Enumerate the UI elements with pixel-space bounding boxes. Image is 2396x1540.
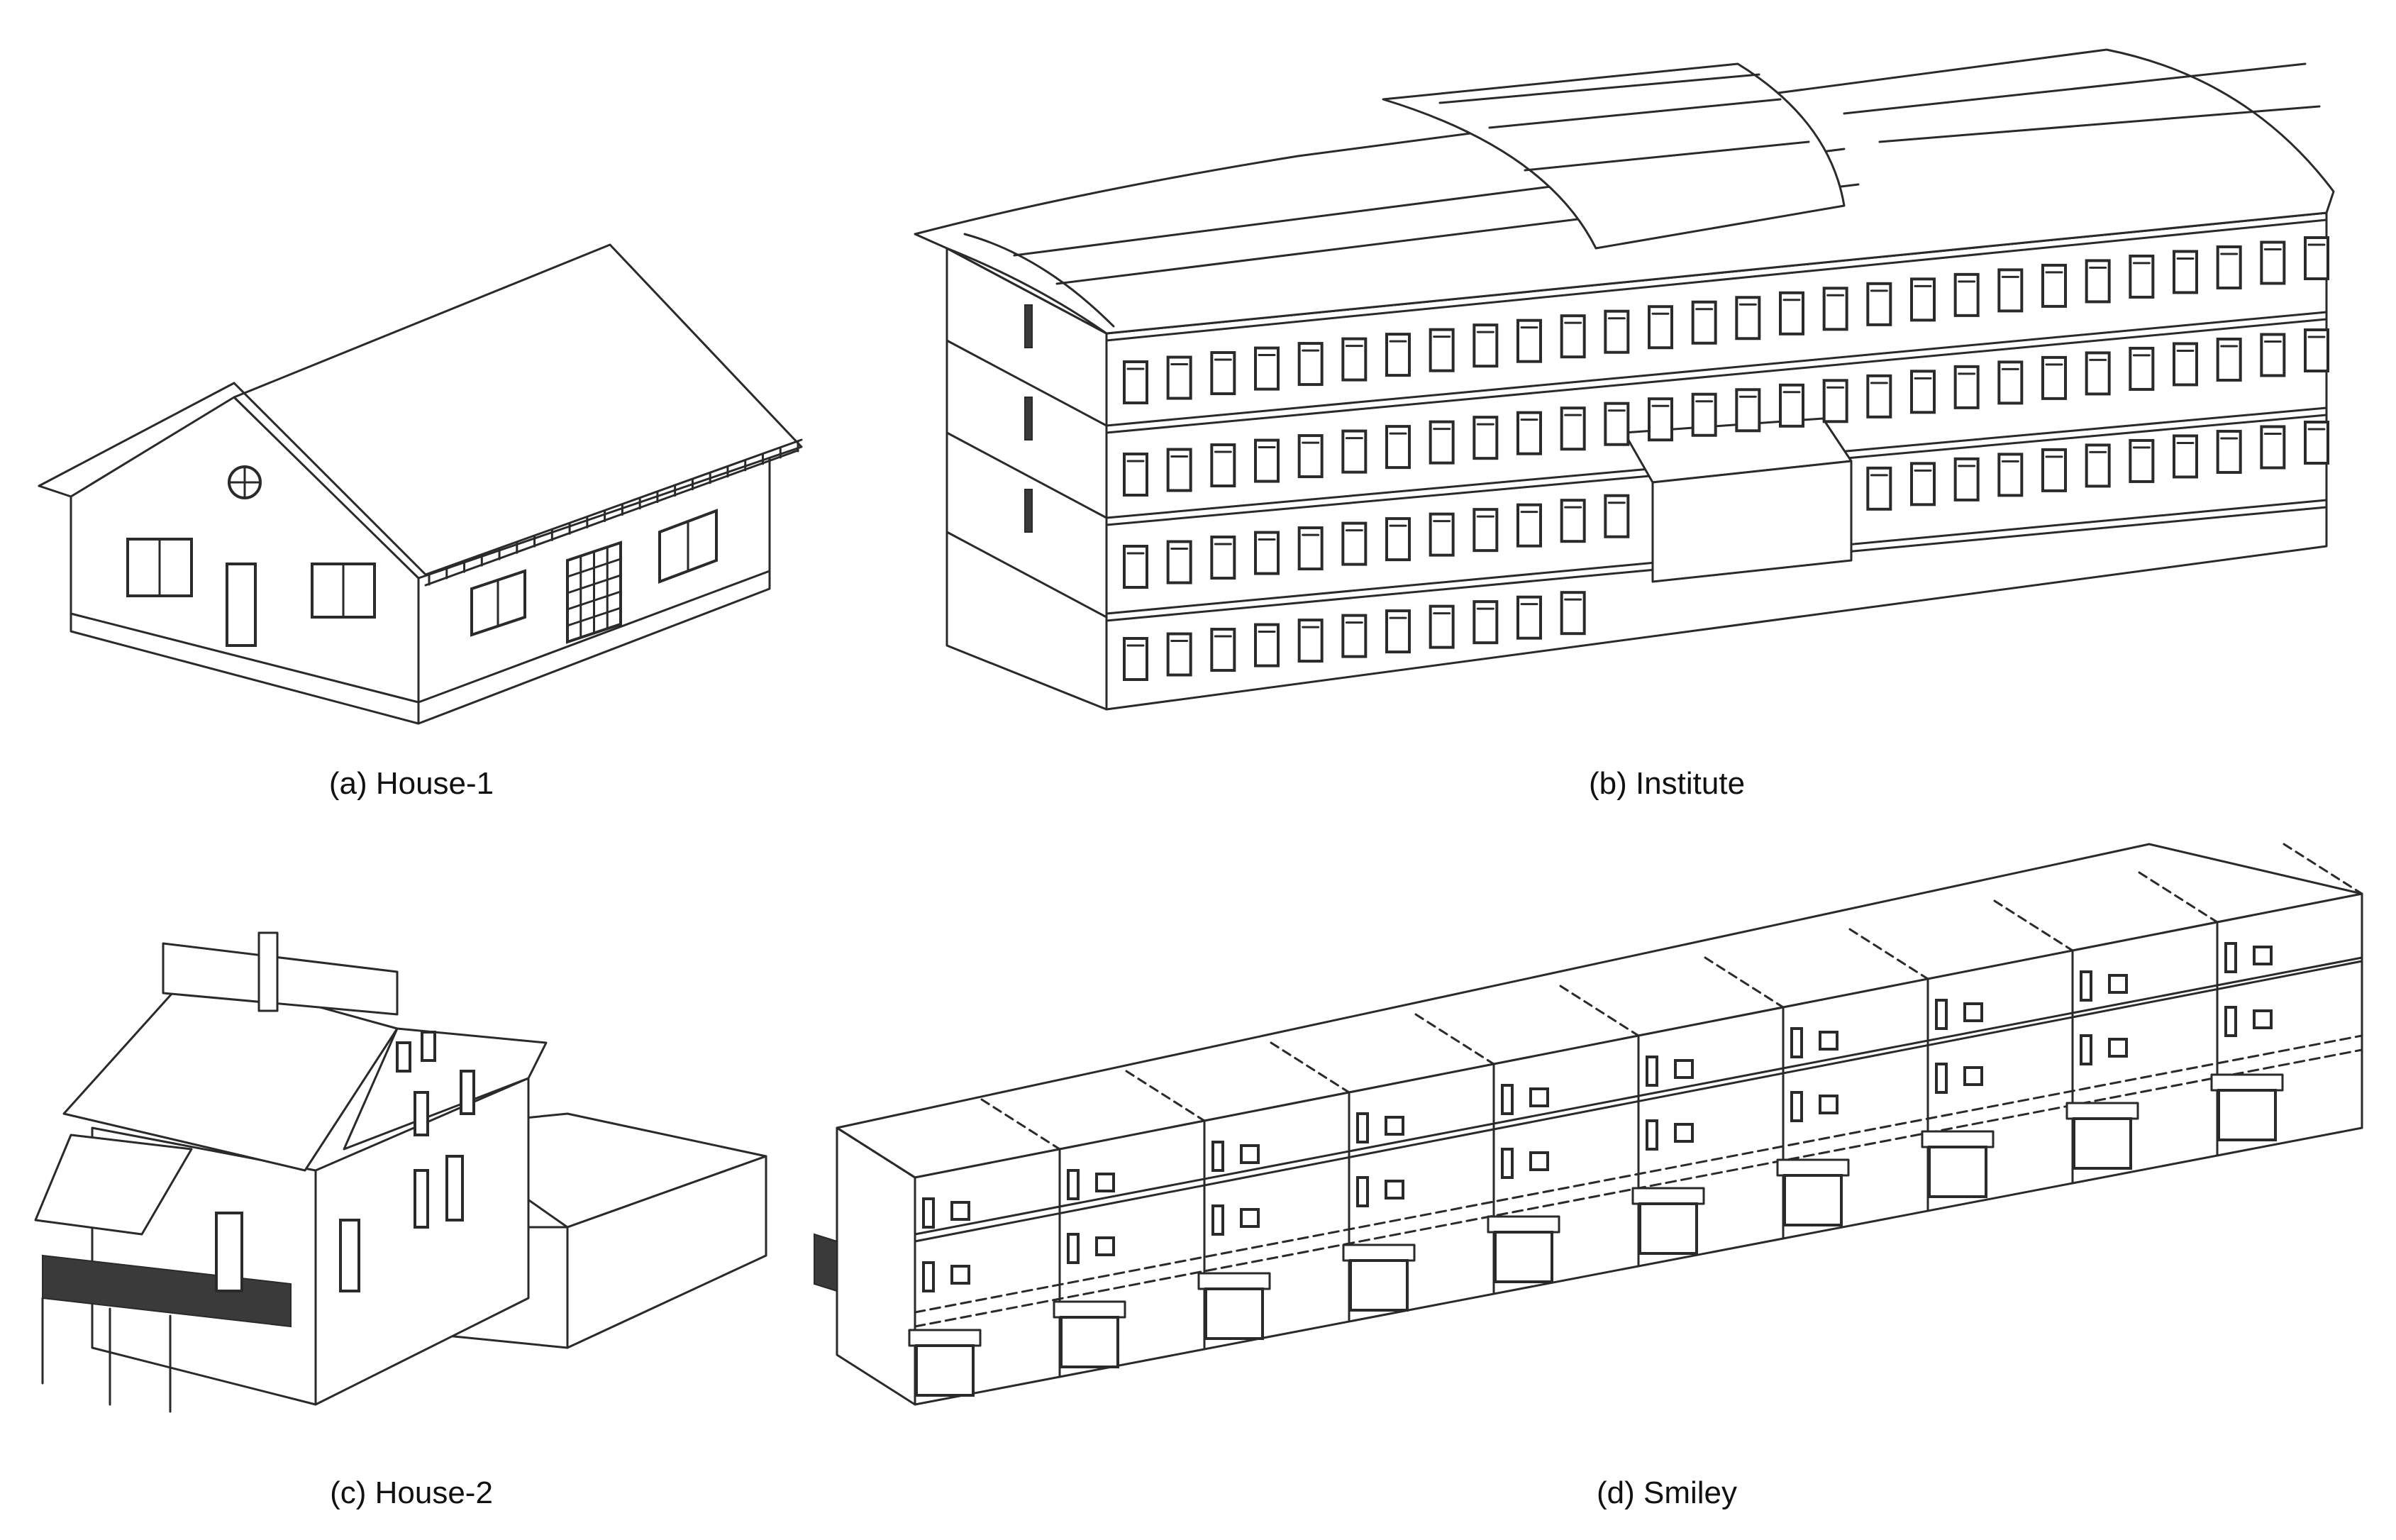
house-2-window (445, 1155, 464, 1222)
panel-house-1 (28, 227, 823, 738)
smiley-drawing (814, 843, 2363, 1406)
house-2-window (339, 1219, 360, 1292)
house-2-side-wall (314, 1077, 530, 1406)
house-2-window (396, 1041, 411, 1073)
caption-house-2: (c) House-2 (330, 1475, 493, 1510)
house-2-dormer (162, 942, 399, 1016)
institute-windows (1123, 236, 2329, 681)
house-2-balcony-canopy (34, 1134, 193, 1236)
smiley-windows (908, 942, 2284, 1397)
institute-entrance (1651, 460, 1853, 583)
house-1-rafters (428, 440, 799, 586)
house-2-balcony-railing (42, 1254, 292, 1328)
house-2-chimney (257, 931, 279, 1012)
house-1-drawing (38, 243, 803, 725)
panel-institute (901, 21, 2355, 731)
house-1-roof (233, 243, 803, 580)
house-1-door (226, 563, 257, 647)
house-2-window (421, 1031, 436, 1062)
panel-smiley (802, 830, 2376, 1426)
house-2-garage-side (566, 1155, 767, 1349)
house-2-window (414, 1169, 429, 1229)
institute-drawing (914, 48, 2335, 711)
house-2-roof-side (343, 1027, 548, 1151)
caption-smiley: (d) Smiley (1596, 1475, 1738, 1510)
house-2-window (414, 1091, 429, 1136)
caption-institute: (b) Institute (1588, 766, 1746, 801)
panel-house-2 (28, 915, 794, 1426)
house-2-window (460, 1070, 475, 1115)
caption-house-1: (a) House-1 (328, 766, 494, 801)
house-2-drawing (34, 931, 767, 1413)
smiley-vent (814, 1233, 838, 1292)
house-2-window (215, 1212, 243, 1292)
institute-central-roof (1382, 62, 1846, 250)
